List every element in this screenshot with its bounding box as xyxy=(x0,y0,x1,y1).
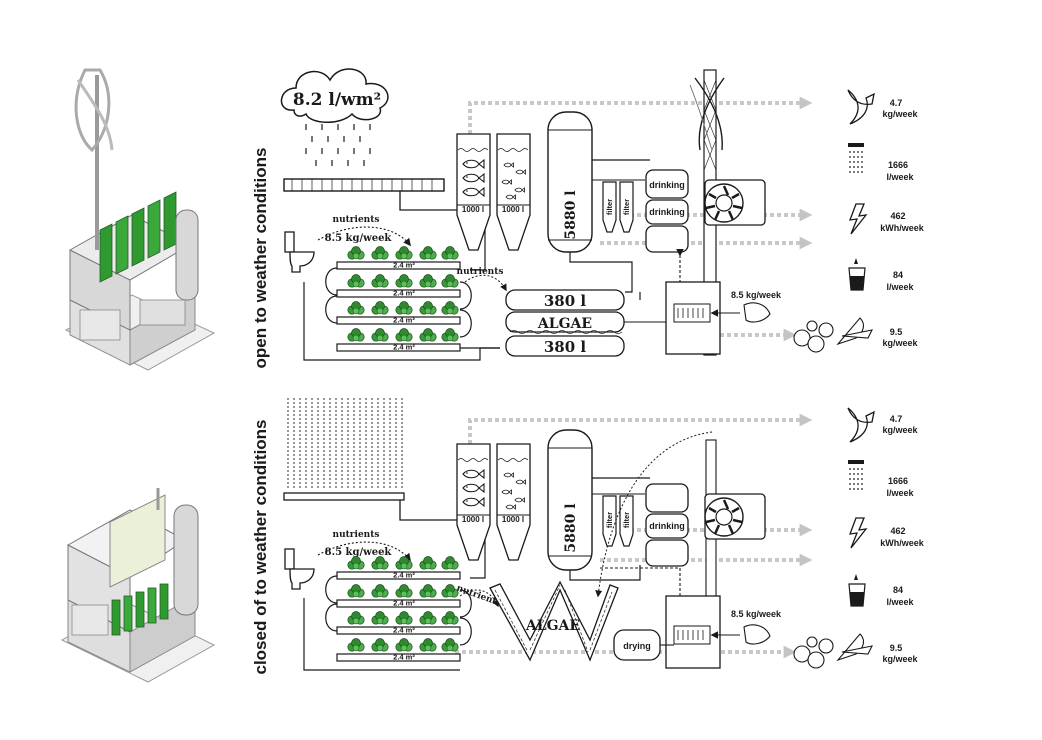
filter-label-1: filter xyxy=(605,199,614,215)
filter-units xyxy=(602,181,634,233)
big-water-tank-closed xyxy=(547,429,593,571)
rain-drops xyxy=(305,124,371,166)
bed-area-closed-2: 2.4 m² xyxy=(393,599,415,608)
section-closed: nutrients 8.5 kg/week nutrients 2.4 m² 2… xyxy=(283,398,925,671)
out-fish-unit-closed: kg/week xyxy=(882,425,918,435)
fish-tank-1 xyxy=(456,133,491,251)
out-veg-unit: kg/week xyxy=(882,338,918,348)
drink-cup-icon xyxy=(848,258,866,291)
out-veg-value: 9.5 xyxy=(890,327,903,337)
algae-tank-volume-top: 380 l xyxy=(544,292,587,310)
out-water-value-closed: 1666 xyxy=(888,476,908,486)
drinking-tanks-closed xyxy=(645,483,689,567)
energy-bolt-icon xyxy=(849,203,868,235)
out-energy-unit-closed: kWh/week xyxy=(880,538,925,548)
bed-area-closed-1: 2.4 m² xyxy=(393,571,415,580)
nutrients-label-closed: nutrients xyxy=(333,530,380,540)
fish-output-icon xyxy=(847,89,875,125)
out-energy-value: 462 xyxy=(890,211,905,221)
out-drink-unit-closed: l/week xyxy=(886,597,914,607)
rain-cloud xyxy=(280,68,389,123)
nutrients-rate: 8.5 kg/week xyxy=(325,233,393,244)
bed-area-1: 2.4 m² xyxy=(393,261,415,270)
filter-closed-label-1: filter xyxy=(605,512,614,528)
fish-tank-1-volume: 1000 l xyxy=(462,205,484,214)
mist-collector xyxy=(283,492,405,501)
big-water-tank xyxy=(547,111,593,253)
energy-bolt-icon-closed xyxy=(849,517,868,549)
iso-machine-open xyxy=(64,68,216,371)
grow-beds-closed xyxy=(325,556,472,662)
toilet-icon xyxy=(284,231,315,273)
fish-output-icon-closed xyxy=(847,407,875,443)
filter-closed-label-2: filter xyxy=(622,512,631,528)
rain-label: 8.2 l/wm² xyxy=(293,90,381,110)
section-open: 8.2 l/wm² xyxy=(280,68,925,361)
iso-machine-closed xyxy=(60,488,216,683)
vegetables-icon-closed xyxy=(793,633,873,669)
drinking-closed-label: drinking xyxy=(649,521,685,531)
composter-unit xyxy=(665,281,771,355)
out-drink-unit: l/week xyxy=(886,282,914,292)
big-tank-volume: 5880 l xyxy=(563,190,579,239)
out-water-value: 1666 xyxy=(888,160,908,170)
section-label-closed: closed of to weather conditions xyxy=(251,419,270,674)
shower-icon-closed xyxy=(848,460,864,490)
section-label-open: open to weather conditions xyxy=(251,147,270,368)
big-tank-closed-volume: 5880 l xyxy=(563,503,579,552)
drying-label: drying xyxy=(623,641,651,651)
drinking-label-1: drinking xyxy=(649,180,685,190)
indoor-mist xyxy=(287,398,403,490)
drinking-label-2: drinking xyxy=(649,207,685,217)
waste-rate-closed: 8.5 kg/week xyxy=(731,609,782,619)
out-veg-value-closed: 9.5 xyxy=(890,643,903,653)
drinking-tanks xyxy=(645,169,689,253)
fish-tank-closed-1 xyxy=(456,443,491,561)
nutrients-rate-closed: 8.5 kg/week xyxy=(325,547,393,558)
bed-area-2: 2.4 m² xyxy=(393,289,415,298)
out-fish-value: 4.7 xyxy=(890,98,903,108)
composter-unit-closed xyxy=(660,595,771,669)
algae-tanks xyxy=(505,289,625,357)
out-fish-unit: kg/week xyxy=(882,109,918,119)
toilet-icon-closed xyxy=(284,548,315,590)
rain-collector xyxy=(283,178,445,192)
algae-tank-volume-bottom: 380 l xyxy=(544,338,587,356)
fish-tank-2 xyxy=(496,133,531,251)
nutrients-label: nutrients xyxy=(333,215,380,225)
nutrients-label-2: nutrients xyxy=(457,267,504,277)
bed-area-4: 2.4 m² xyxy=(393,343,415,352)
shower-icon xyxy=(848,143,864,173)
out-drink-value-closed: 84 xyxy=(893,585,903,595)
out-veg-unit-closed: kg/week xyxy=(882,654,918,664)
out-energy-value-closed: 462 xyxy=(890,526,905,536)
out-fish-value-closed: 4.7 xyxy=(890,414,903,424)
fish-tank-2-volume: 1000 l xyxy=(502,205,524,214)
fish-tank-closed-2 xyxy=(496,443,531,561)
out-energy-unit: kWh/week xyxy=(880,223,925,233)
out-water-unit: l/week xyxy=(886,172,914,182)
generator-fan-closed xyxy=(704,493,766,540)
bed-area-closed-3: 2.4 m² xyxy=(393,626,415,635)
fish-tank-closed-2-volume: 1000 l xyxy=(502,515,524,524)
bed-area-closed-4: 2.4 m² xyxy=(393,653,415,662)
generator-fan xyxy=(704,179,766,226)
waste-rate: 8.5 kg/week xyxy=(731,290,782,300)
algae-closed-label: ALGAE xyxy=(525,618,580,634)
out-water-unit-closed: l/week xyxy=(886,488,914,498)
filter-label-2: filter xyxy=(622,199,631,215)
bed-area-3: 2.4 m² xyxy=(393,316,415,325)
drink-cup-icon-closed xyxy=(848,574,866,607)
fish-tank-closed-1-volume: 1000 l xyxy=(462,515,484,524)
algae-reactor-closed xyxy=(489,580,619,662)
algae-label: ALGAE xyxy=(537,316,592,332)
out-drink-value: 84 xyxy=(893,270,903,280)
filter-units-closed xyxy=(602,495,634,547)
vegetables-icon xyxy=(793,317,873,353)
